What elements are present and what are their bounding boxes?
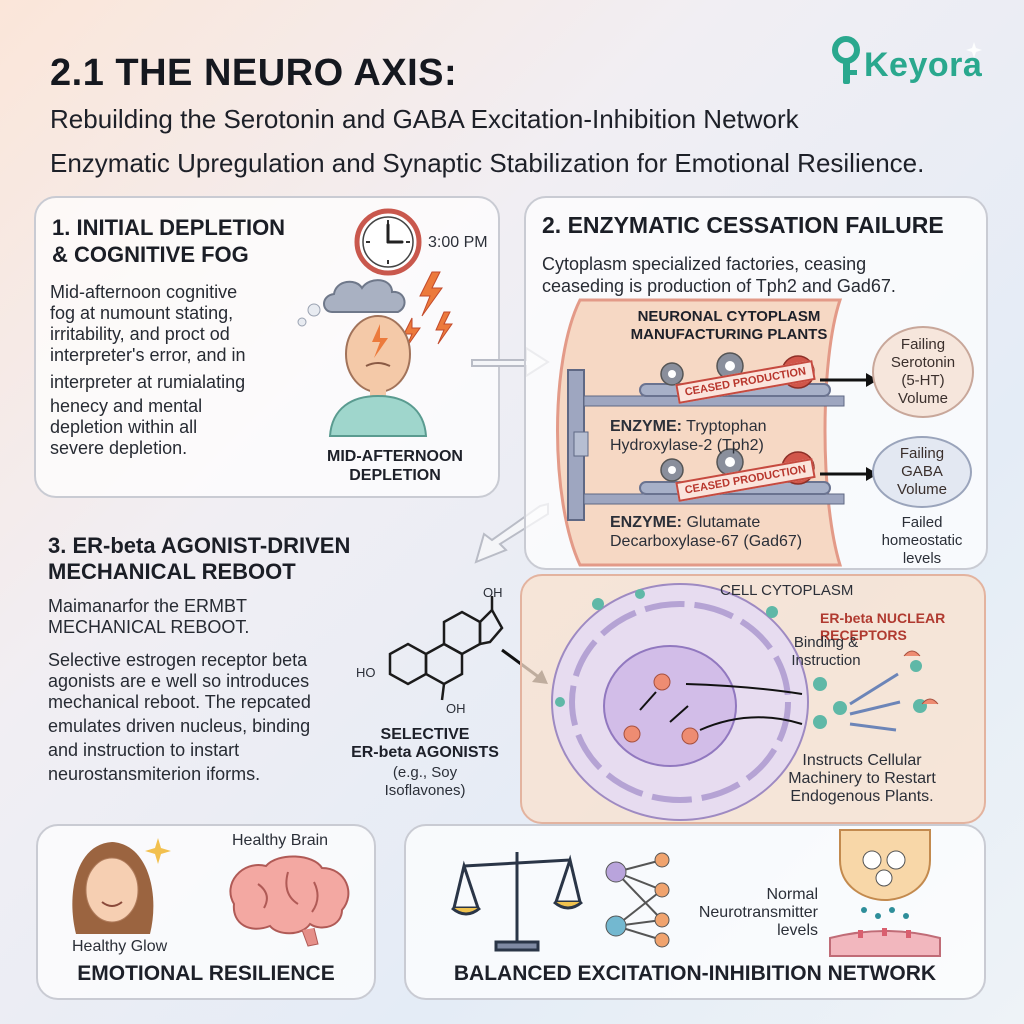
panel1-body-line: Mid-afternoon cognitive <box>50 282 238 302</box>
panel3-heading-line2: MECHANICAL REBOOT <box>48 559 296 584</box>
output-arrows-icon <box>820 373 878 481</box>
binding-label: Binding & Instruction <box>766 634 886 670</box>
panel1-heading-line1: 1. INITIAL DEPLETION <box>52 215 286 240</box>
clock-time-label: 3:00 PM <box>428 234 488 251</box>
enzyme1-name: Tryptophan <box>686 418 767 435</box>
agonist-example-line2: Isoflavones) <box>384 782 466 799</box>
panel2-intro-line1: Cytoplasm specialized factories, ceasing <box>542 254 867 274</box>
page-subtitle: Rebuilding the Serotonin and GABA Excita… <box>50 104 799 134</box>
panel4-caption: EMOTIONAL RESILIENCE <box>77 962 335 985</box>
clock-icon <box>354 208 422 276</box>
panel2-heading: 2. ENZYMATIC CESSATION FAILURE <box>542 212 944 238</box>
nt-label-line2: Neurotransmitter <box>698 904 818 921</box>
failing-gaba-bubble: Failing GABA Volume <box>872 436 972 508</box>
serotonin-line: (5-HT) <box>901 372 945 389</box>
nt-label: Normal Neurotransmitter levels <box>686 886 818 940</box>
page-subtitle-2: Enzymatic Upregulation and Synaptic Stab… <box>50 148 925 178</box>
panel1-caption-line2: DEPLETION <box>349 467 441 484</box>
panel3-body-line: neurostansmiterion iforms. <box>48 764 261 784</box>
synapse-icon <box>829 829 941 957</box>
homeostatic-note-line: homeostatic <box>881 532 963 549</box>
panel1-body-line: fog at numount stating, <box>50 303 234 323</box>
instruct-line3: Endogenous Plants. <box>790 788 934 805</box>
serotonin-line: Failing <box>900 336 946 353</box>
panel3-intro-line2: MECHANICAL REBOOT. <box>48 617 250 637</box>
serotonin-line: Serotonin <box>890 354 956 371</box>
cell-nucleus-illustration <box>551 583 939 821</box>
homeostatic-note-line: levels <box>902 550 942 567</box>
panel1-body-line: severe depletion. <box>50 438 188 458</box>
panel3-body-line: mechanical reboot. The repcated <box>48 692 311 712</box>
nt-label-line1: Normal <box>766 886 818 903</box>
panel3-body-line: agonists are e well so introduces <box>48 671 310 691</box>
panel1-body-line: interpreter's error, and in <box>50 345 246 365</box>
agonist-example-line1: (e.g., Soy <box>392 764 458 781</box>
panel1-body-line: henecy and mental <box>50 396 203 416</box>
failing-serotonin-bubble: Failing Serotonin (5-HT) Volume <box>872 326 974 418</box>
binding-label-line2: Instruction <box>791 652 861 669</box>
enzyme1-label: ENZYME: Tryptophan <box>610 418 767 436</box>
panel3-body-line: and instruction to instart <box>48 740 240 760</box>
balance-scale-icon <box>451 852 583 952</box>
receptor-title-line2: RECEPTORS <box>820 627 907 643</box>
panel1-caption: MID-AFTERNOON DEPLETION <box>300 447 490 485</box>
healthy-brain-label: Healthy Brain <box>232 832 329 849</box>
enzyme2-name: Glutamate <box>686 514 761 531</box>
panel1-heading-line2: & COGNITIVE FOG <box>52 242 249 267</box>
page-title: 2.1 THE NEURO AXIS: <box>50 52 458 94</box>
oh-top-label: OH <box>483 585 503 600</box>
binding-label-line1: Binding & <box>793 634 859 651</box>
network-graph-icon <box>605 852 670 948</box>
enzyme1-prefix: ENZYME: <box>610 418 682 435</box>
panel1-body-line: depletion within all <box>50 417 198 437</box>
receptor-title-line1: ER-beta NUCLEAR <box>820 610 946 626</box>
panel5-caption: BALANCED EXCITATION-INHIBITION NETWORK <box>453 962 937 985</box>
brain-icon <box>229 855 350 947</box>
panel-initial-depletion <box>34 196 500 498</box>
instruct-label: Instructs Cellular Machinery to Restart … <box>772 752 952 806</box>
instruct-line1: Instructs Cellular <box>802 752 922 769</box>
panel3-intro-line1: Maimanarfor the ERMBT <box>48 596 248 616</box>
panel3-heading-line1: 3. ER-beta AGONIST-DRIVEN <box>48 533 351 558</box>
gaba-line: Failing <box>899 445 945 462</box>
homeostatic-note-line: Failed <box>901 514 943 531</box>
smiling-woman-icon <box>72 838 171 934</box>
panel1-caption-line1: MID-AFTERNOON <box>327 448 463 465</box>
panel1-body-line: interpreter at rumialating <box>50 372 246 392</box>
plant-title: NEURONAL CYTOPLASM MANUFACTURING PLANTS <box>604 308 854 344</box>
enzyme2-line2: Decarboxylase-67 (Gad67) <box>610 533 803 550</box>
agonist-caption: SELECTIVE ER-beta AGONISTS <box>350 726 500 762</box>
agonist-caption-line1: SELECTIVE <box>380 726 470 743</box>
panel2-intro-line2: ceaseding is production of Tph2 and Gad6… <box>542 276 896 296</box>
enzyme2-label: ENZYME: Glutamate <box>610 514 760 532</box>
plant-title-line2: MANUFACTURING PLANTS <box>630 326 828 343</box>
serotonin-line: Volume <box>897 390 949 407</box>
gaba-line: GABA <box>901 463 943 480</box>
keyora-logo-icon <box>832 36 982 84</box>
receptor-title: ER-beta NUCLEAR RECEPTORS <box>820 610 970 644</box>
healthy-glow-label: Healthy Glow <box>72 938 168 955</box>
agonist-example: (e.g., Soy Isoflavones) <box>350 764 500 800</box>
homeostatic-note: Failed homeostatic levels <box>866 514 978 568</box>
brand-logo-text: Keyora <box>864 46 983 84</box>
enzyme2-prefix: ENZYME: <box>610 514 682 531</box>
nt-label-line3: levels <box>777 922 818 939</box>
panel3-body-line: emulates driven nucleus, binding <box>48 716 311 736</box>
ho-left-label: HO <box>356 665 376 680</box>
gaba-line: Volume <box>896 481 948 498</box>
enzyme1-line2: Hydroxylase-2 (Tph2) <box>610 437 764 454</box>
foggy-person-illustration <box>297 271 453 437</box>
plant-title-line1: NEURONAL CYTOPLASM <box>637 308 821 325</box>
agonist-caption-line2: ER-beta AGONISTS <box>351 744 499 761</box>
panel3-body-line: Selective estrogen receptor beta <box>48 650 308 670</box>
oh-bottom-label: OH <box>446 701 466 716</box>
panel1-body-line: irritability, and proct od <box>50 324 230 344</box>
cell-cytoplasm-title: CELL CYTOPLASM <box>720 582 854 599</box>
molecule-structure-icon <box>388 596 504 701</box>
instruct-line2: Machinery to Restart <box>788 770 936 787</box>
